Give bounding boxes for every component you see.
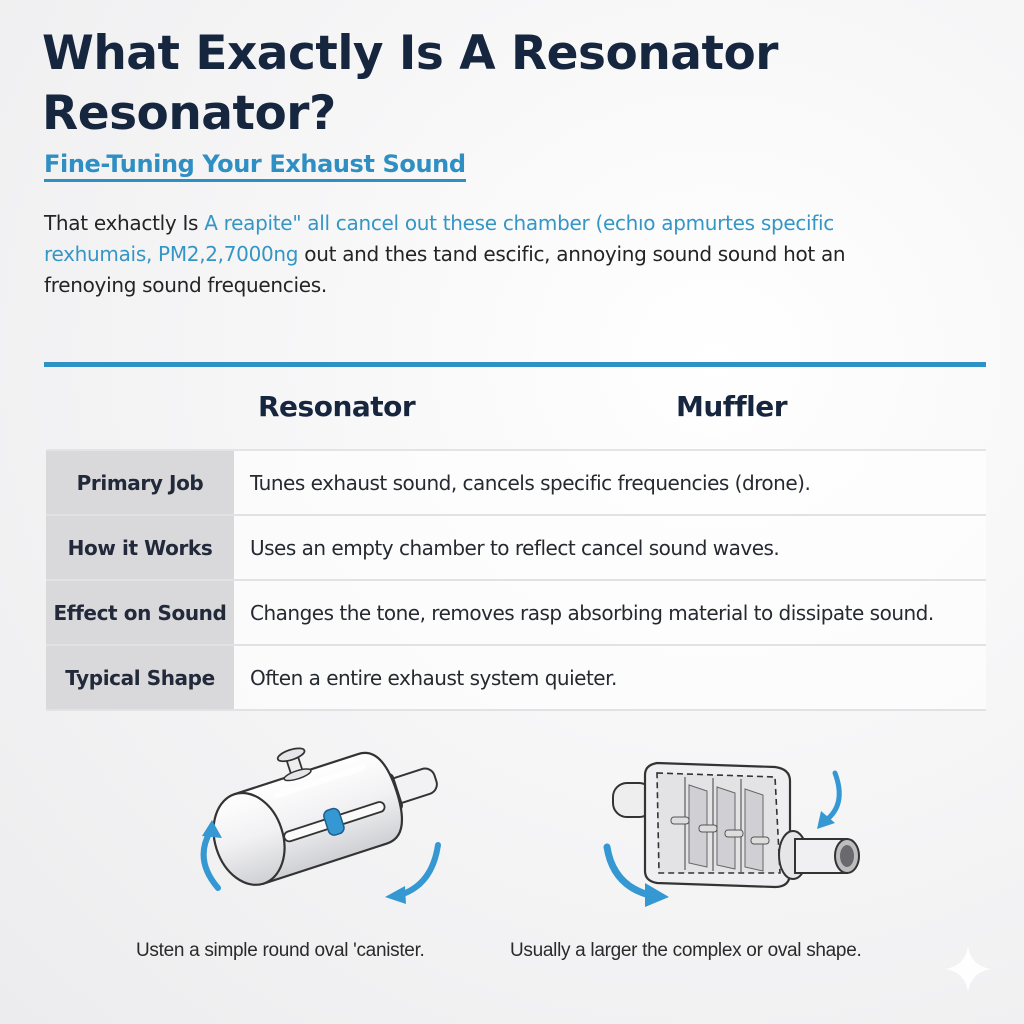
- sparkle-icon: [943, 944, 993, 994]
- table-row: Typical Shape Often a entire exhaust sys…: [46, 646, 986, 711]
- row-value: Uses an empty chamber to reflect cancel …: [234, 516, 986, 579]
- comparison-table: Primary Job Tunes exhaust sound, cancels…: [46, 449, 986, 711]
- row-label: Effect on Sound: [46, 581, 234, 644]
- row-label: Typical Shape: [46, 646, 234, 709]
- column-header-resonator: Resonator: [258, 390, 416, 423]
- resonator-canister-icon: [180, 740, 470, 915]
- row-value: Tunes exhaust sound, cancels specific fr…: [234, 451, 986, 514]
- muffler-box-icon: [585, 745, 875, 920]
- row-label: How it Works: [46, 516, 234, 579]
- subtitle-link[interactable]: Fine-Tuning Your Exhaust Sound: [44, 150, 466, 182]
- intro-text: out and thes tand escific, annoying soun…: [44, 242, 846, 297]
- table-row: How it Works Uses an empty chamber to re…: [46, 516, 986, 581]
- section-divider: [44, 362, 986, 367]
- column-header-muffler: Muffler: [676, 390, 788, 423]
- table-row: Effect on Sound Changes the tone, remove…: [46, 581, 986, 646]
- resonator-caption: Usten a simple round oval 'canister.: [136, 940, 425, 961]
- intro-paragraph: That exhactly Is A reapite" all cancel o…: [44, 208, 924, 301]
- table-row: Primary Job Tunes exhaust sound, cancels…: [46, 451, 986, 516]
- intro-text: That exhactly Is: [44, 211, 205, 235]
- muffler-caption: Usually a larger the complex or oval sha…: [510, 940, 862, 961]
- row-label: Primary Job: [46, 451, 234, 514]
- row-value: Often a entire exhaust system quieter.: [234, 646, 986, 709]
- page-title: What Exactly Is A Resonator Resonator?: [42, 26, 778, 141]
- intro-highlight: A reapite" all cancel out these chamber …: [44, 211, 834, 266]
- row-value: Changes the tone, removes rasp absorbing…: [234, 581, 986, 644]
